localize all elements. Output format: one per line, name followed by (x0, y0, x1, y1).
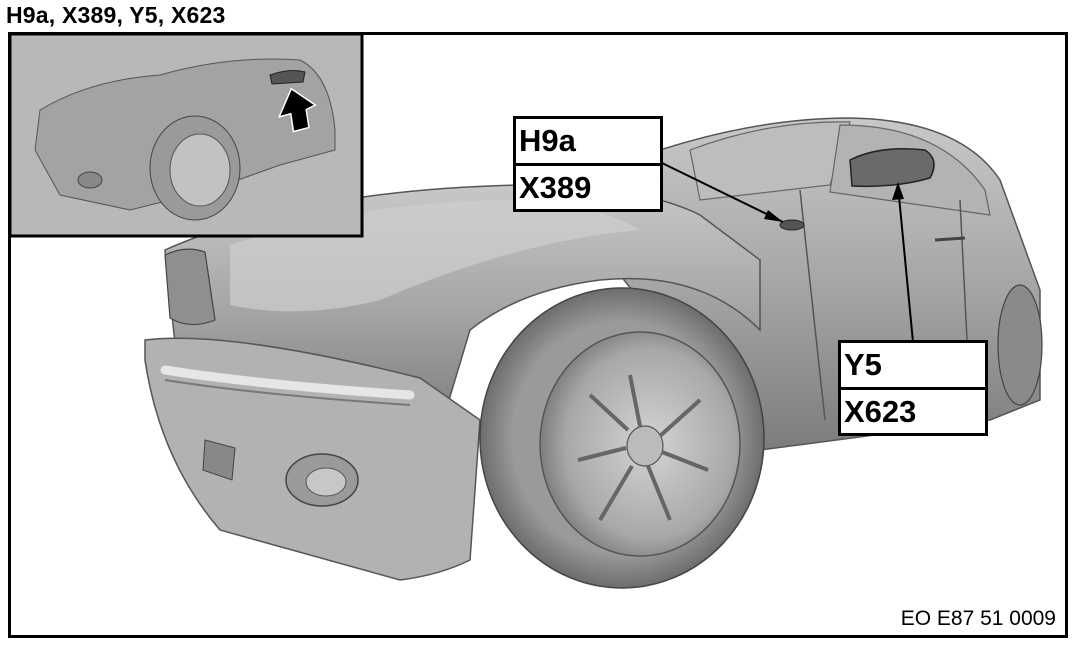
inset-thumbnail (8, 32, 364, 238)
callout-label-x389: X389 (516, 163, 660, 207)
callout-label-h9a: H9a (519, 123, 576, 158)
callout-label-x623: X623 (841, 387, 985, 431)
callout-label-y5: Y5 (844, 347, 882, 382)
diagram-title: H9a, X389, Y5, X623 (6, 2, 226, 28)
rear-wheel (997, 284, 1043, 406)
callout-h9a-x389: H9a X389 (513, 116, 663, 212)
callout-y5-x623: Y5 X623 (838, 340, 988, 436)
front-wheel (479, 287, 765, 589)
figure-code: EO E87 51 0009 (900, 607, 1056, 630)
